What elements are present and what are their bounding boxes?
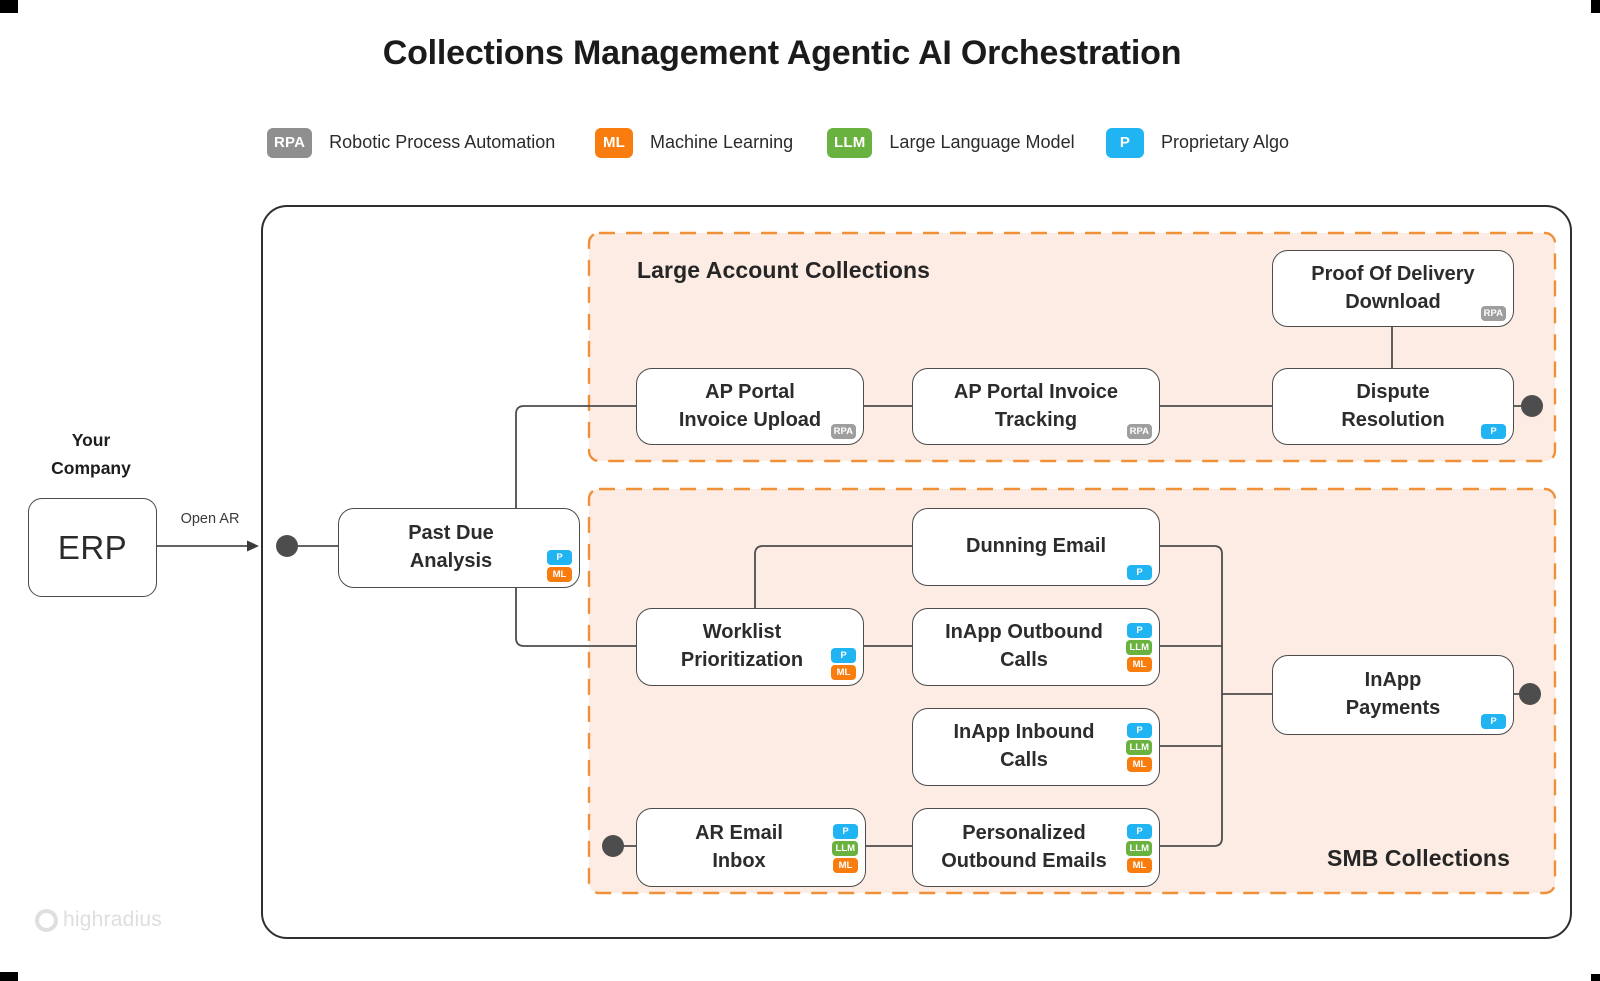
p-badge-icon: P (547, 550, 572, 565)
node-ar-email-inbox: AR Email Inbox P LLM ML (636, 808, 866, 887)
badge-stack: P LLM ML (832, 824, 858, 873)
company-label-line2: Company (51, 458, 131, 479)
badge-stack: P (1481, 714, 1506, 729)
llm-badge-icon: LLM (827, 127, 873, 158)
ml-badge-icon: ML (595, 127, 633, 158)
node-inapp-outbound-calls: InApp Outbound Calls P LLM ML (912, 608, 1160, 686)
smb-section-label: SMB Collections (1327, 845, 1510, 871)
crop-mark-top-right (1591, 0, 1600, 13)
open-ar-flow-label: Open AR (180, 511, 240, 527)
llm-badge-icon: LLM (1126, 640, 1152, 655)
llm-badge-icon: LLM (1126, 740, 1152, 755)
node-label: InApp Payments (1345, 669, 1441, 719)
node-label: AR Email Inbox (695, 821, 783, 872)
company-label-line1: Your (71, 430, 111, 450)
rpa-badge-icon: RPA (830, 424, 856, 439)
node-ap-portal-invoice-upload: AP Portal Invoice Upload RPA (636, 368, 864, 445)
large-account-section-label: Large Account Collections (637, 257, 931, 283)
badge-stack: P LLM ML (1126, 824, 1152, 873)
ml-badge-icon: ML (1127, 757, 1152, 772)
ml-badge-icon: ML (1127, 657, 1152, 672)
p-badge-icon: P (1106, 127, 1144, 158)
legend-label-p: Proprietary Algo (1161, 132, 1290, 152)
badge-stack: P ML (831, 648, 856, 680)
node-label: AP Portal Invoice Tracking (953, 380, 1119, 431)
badge-stack: RPA (1126, 424, 1152, 439)
p-badge-icon: P (1481, 714, 1506, 729)
node-label: AP Portal Invoice Upload (678, 380, 822, 431)
arrowhead-icon (247, 540, 259, 552)
legend-item-ml: ML Machine Learning (595, 127, 793, 158)
badge-stack: RPA (830, 424, 856, 439)
node-label: InApp Outbound Calls (945, 621, 1103, 671)
legend-label-rpa: Robotic Process Automation (329, 132, 556, 152)
legend-label-ml: Machine Learning (650, 132, 794, 152)
p-badge-icon: P (831, 648, 856, 663)
legend-item-llm: LLM Large Language Model (827, 127, 1075, 158)
node-label: Dunning Email (966, 535, 1106, 558)
node-proof-of-delivery-download: Proof Of Delivery Download RPA (1272, 250, 1514, 327)
company-label: Your Company (20, 426, 162, 483)
node-label: Worklist Prioritization (680, 621, 804, 671)
crop-mark-bottom-right (1591, 974, 1600, 981)
node-dunning-email: Dunning Email P (912, 508, 1160, 586)
erp-node: ERP (28, 498, 157, 597)
p-badge-icon: P (1127, 565, 1152, 580)
p-badge-icon: P (1481, 424, 1506, 439)
node-label: Proof Of Delivery Download (1311, 262, 1475, 313)
badge-stack: RPA (1480, 306, 1506, 321)
p-badge-icon: P (1127, 723, 1152, 738)
llm-badge-icon: LLM (1126, 841, 1152, 856)
highradius-watermark: highradius (35, 908, 162, 932)
p-badge-icon: P (1127, 623, 1152, 638)
p-badge-icon: P (1127, 824, 1152, 839)
watermark-text: highradius (63, 908, 162, 931)
node-past-due-analysis: Past Due Analysis P ML (338, 508, 580, 588)
ml-badge-icon: ML (831, 665, 856, 680)
p-badge-icon: P (833, 824, 858, 839)
node-personalized-outbound-emails: Personalized Outbound Emails P LLM ML (912, 808, 1160, 887)
badge-stack: P (1481, 424, 1506, 439)
badge-stack: P (1127, 565, 1152, 580)
node-label: Dispute Resolution (1341, 380, 1445, 431)
node-dispute-resolution: Dispute Resolution P (1272, 368, 1514, 445)
ml-badge-icon: ML (1127, 858, 1152, 873)
ml-badge-icon: ML (833, 858, 858, 873)
crop-mark-bottom-left (0, 972, 18, 981)
node-ap-portal-invoice-tracking: AP Portal Invoice Tracking RPA (912, 368, 1160, 445)
erp-node-label: ERP (57, 528, 128, 566)
llm-badge-icon: LLM (832, 841, 858, 856)
page-title: Collections Management Agentic AI Orches… (382, 34, 1182, 72)
node-worklist-prioritization: Worklist Prioritization P ML (636, 608, 864, 686)
rpa-badge-icon: RPA (267, 127, 313, 158)
ml-badge-icon: ML (547, 567, 572, 582)
node-inapp-inbound-calls: InApp Inbound Calls P LLM ML (912, 708, 1160, 786)
node-inapp-payments: InApp Payments P (1272, 655, 1514, 735)
highradius-logo-icon (35, 908, 58, 932)
rpa-badge-icon: RPA (1480, 306, 1506, 321)
badge-stack: P ML (547, 550, 572, 582)
node-label: Past Due Analysis (408, 522, 494, 572)
badge-stack: P LLM ML (1126, 723, 1152, 772)
legend-item-p: P Proprietary Algo (1106, 127, 1289, 158)
node-label: InApp Inbound Calls (953, 721, 1095, 771)
rpa-badge-icon: RPA (1126, 424, 1152, 439)
crop-mark-top-left (0, 0, 18, 13)
node-label: Personalized Outbound Emails (941, 821, 1107, 872)
badge-stack: P LLM ML (1126, 623, 1152, 672)
legend-item-rpa: RPA Robotic Process Automation (267, 127, 555, 158)
legend-label-llm: Large Language Model (889, 132, 1075, 152)
